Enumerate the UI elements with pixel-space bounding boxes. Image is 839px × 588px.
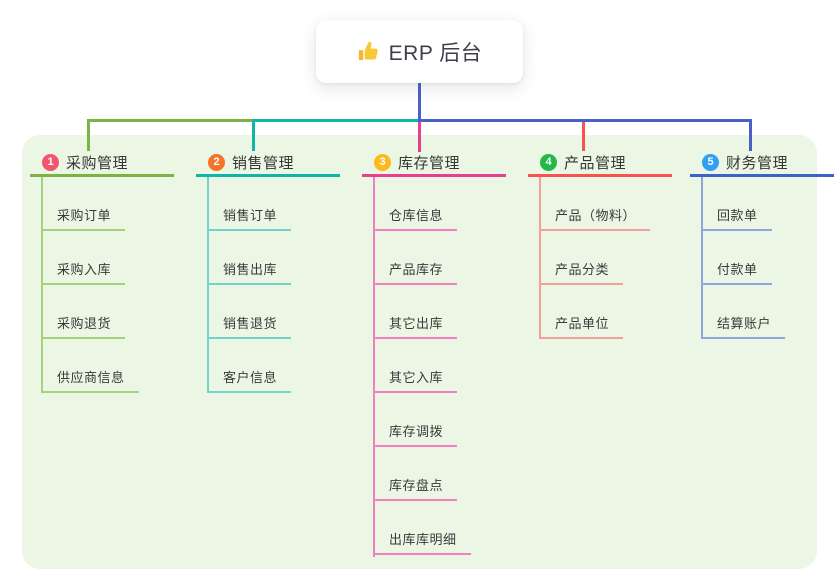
child-node[interactable]: 出库库明细 [373, 527, 471, 555]
child-node[interactable]: 销售退货 [207, 311, 292, 339]
child-node[interactable]: 付款单 [701, 257, 772, 285]
branches-background-panel [22, 135, 817, 569]
child-node[interactable]: 产品（物料） [539, 203, 651, 231]
child-node[interactable]: 采购退货 [41, 311, 126, 339]
child-node[interactable]: 回款单 [701, 203, 772, 231]
branch-label: 产品管理 [564, 154, 627, 172]
child-node[interactable]: 采购订单 [41, 203, 126, 231]
root-node-erp-backend[interactable]: ERP 后台 [316, 20, 523, 83]
child-node[interactable]: 销售订单 [207, 203, 292, 231]
child-node[interactable]: 库存调拨 [373, 419, 458, 447]
root-node-title: ERP 后台 [388, 41, 483, 65]
child-node[interactable]: 销售出库 [207, 257, 292, 285]
child-node[interactable]: 其它入库 [373, 365, 458, 393]
branch-label: 财务管理 [726, 154, 789, 172]
branch-child-spine [207, 177, 209, 393]
branch-child-spine [701, 177, 703, 339]
child-node[interactable]: 客户信息 [207, 365, 292, 393]
badge-5: 5 [702, 153, 719, 171]
thumbs-up-icon [357, 40, 380, 63]
badge-3: 3 [374, 153, 391, 171]
branch-label: 销售管理 [232, 154, 295, 172]
child-node[interactable]: 采购入库 [41, 257, 126, 285]
branch-node-product[interactable]: 4 产品管理 [528, 150, 672, 177]
badge-2: 2 [208, 153, 225, 171]
branch-child-spine [41, 177, 43, 393]
badge-1: 1 [42, 153, 59, 171]
child-node[interactable]: 供应商信息 [41, 365, 139, 393]
branch-node-finance[interactable]: 5 财务管理 [690, 150, 834, 177]
child-node[interactable]: 产品分类 [539, 257, 624, 285]
branch-node-purchase[interactable]: 1 采购管理 [30, 150, 174, 177]
branch-child-spine [373, 177, 375, 557]
child-node[interactable]: 库存盘点 [373, 473, 458, 501]
child-node[interactable]: 产品库存 [373, 257, 458, 285]
branch-label: 库存管理 [398, 154, 461, 172]
child-node[interactable]: 其它出库 [373, 311, 458, 339]
child-node[interactable]: 结算账户 [701, 311, 786, 339]
branch-child-spine [539, 177, 541, 339]
child-node[interactable]: 产品单位 [539, 311, 624, 339]
branch-node-inventory[interactable]: 3 库存管理 [362, 150, 506, 177]
badge-4: 4 [540, 153, 557, 171]
branch-label: 采购管理 [66, 154, 129, 172]
branch-node-sales[interactable]: 2 销售管理 [196, 150, 340, 177]
child-node[interactable]: 仓库信息 [373, 203, 458, 231]
